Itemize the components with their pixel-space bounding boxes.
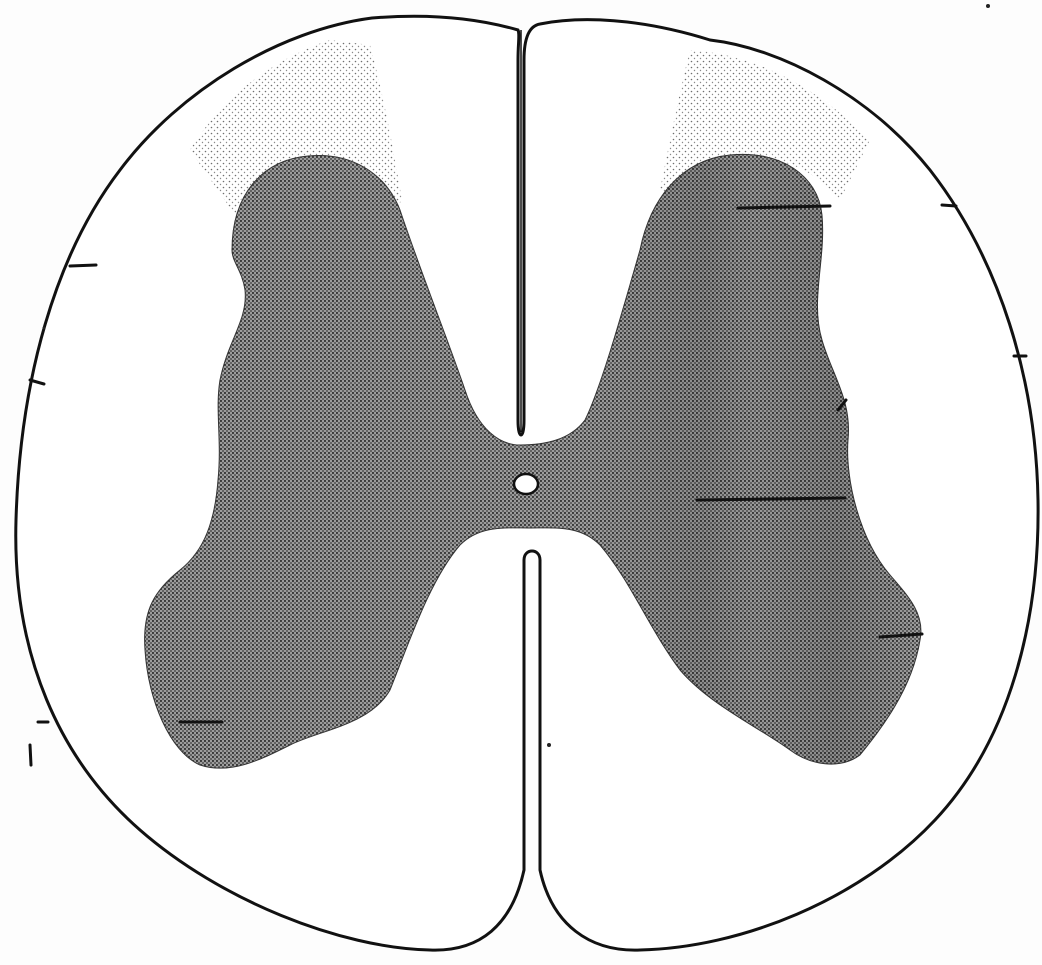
- speck: [43, 327, 46, 330]
- label-line-right-intermediate: [697, 498, 845, 500]
- label-tick-right-upper: [942, 205, 956, 206]
- label-line-right-dorsal-horn: [738, 206, 830, 208]
- label-tick-left-upper: [70, 265, 96, 266]
- speck: [547, 743, 551, 747]
- speck: [986, 4, 990, 8]
- central-canal: [514, 474, 538, 494]
- label-tick-left-bottom: [30, 745, 31, 765]
